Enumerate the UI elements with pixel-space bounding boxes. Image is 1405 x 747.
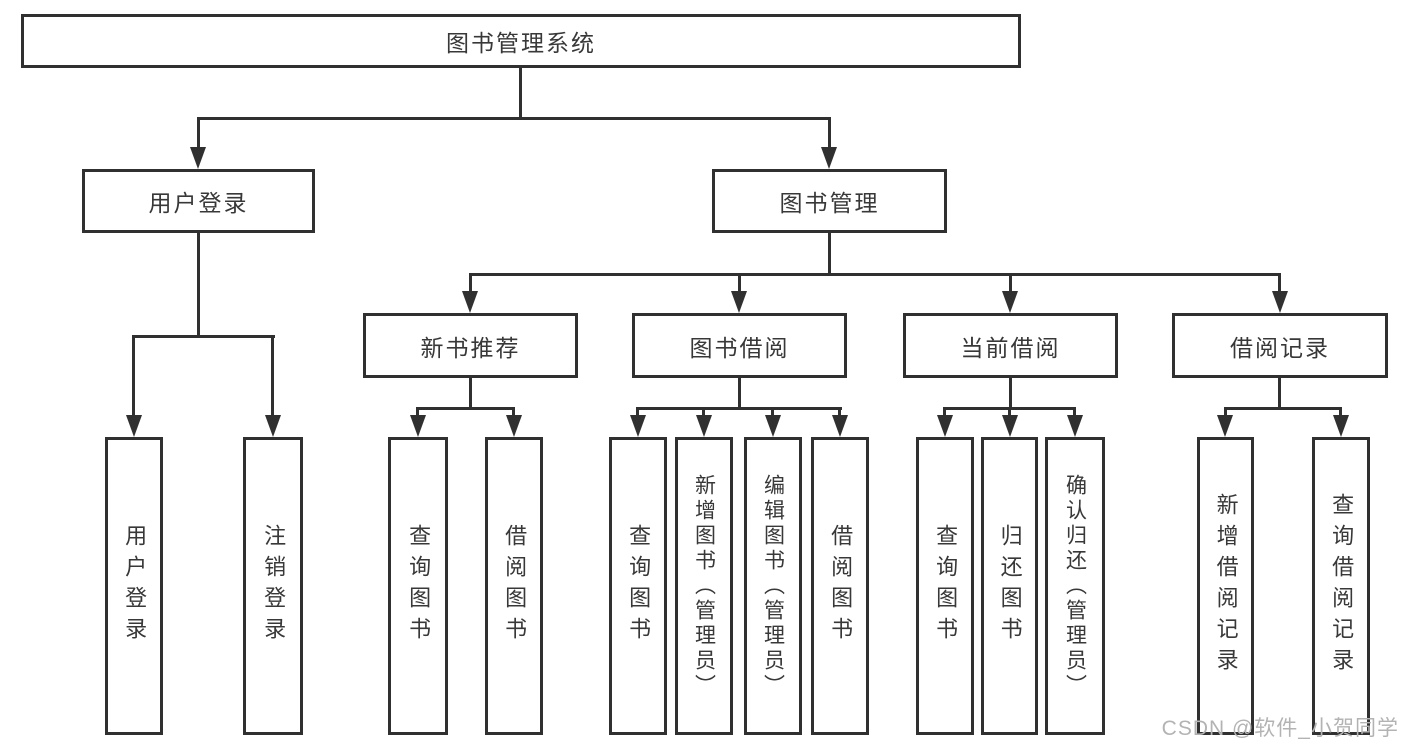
connector-line [519,68,522,117]
connector-line [828,233,831,273]
node-label: 用户登录 [148,190,249,216]
node-borrow-add-books-admin: 新增图书（管理员） [675,437,733,735]
node-borrow-record: 借阅记录 [1172,313,1388,378]
node-label: 注销登录 [261,524,287,648]
node-borrow-query-books: 查询图书 [609,437,667,735]
node-label: 借阅图书 [502,524,528,648]
node-current-return-books: 归还图书 [981,437,1038,735]
arrow-down-icon [1002,291,1018,313]
connector-line [943,407,946,416]
arrow-down-icon [265,415,281,437]
node-current-confirm-return-admin: 确认归还（管理员） [1045,437,1105,735]
node-user-login: 用户登录 [82,169,315,233]
arrow-down-icon [937,415,953,437]
arrow-down-icon [1002,415,1018,437]
node-label: 当前借阅 [960,334,1061,361]
arrow-down-icon [832,415,848,437]
node-newbook-query-books: 查询图书 [388,437,448,735]
connector-line [132,335,135,416]
connector-line [738,378,741,407]
node-record-add-record: 新增借阅记录 [1197,437,1254,735]
connector-line [771,407,774,416]
node-label: 新书推荐 [420,334,521,361]
connector-line [838,407,841,416]
connector-line [271,335,274,416]
node-label: 查询借阅记录 [1329,493,1355,679]
node-login-user: 用户登录 [105,437,163,735]
connector-line [1224,407,1227,416]
watermark: CSDN @软件_小贺同学 [1161,717,1399,740]
connector-line [1224,407,1342,410]
node-new-book-recommend: 新书推荐 [363,313,578,378]
connector-line [1339,407,1342,416]
node-current-borrow: 当前借阅 [903,313,1118,378]
arrow-down-icon [462,291,478,313]
node-label: 图书管理系统 [446,30,596,56]
connector-line [828,117,831,148]
node-label: 借阅记录 [1230,334,1330,361]
node-newbook-borrow-books: 借阅图书 [485,437,543,735]
connector-line [416,407,419,416]
node-current-query-books: 查询图书 [916,437,974,735]
arrow-down-icon [630,415,646,437]
connector-line [469,273,472,292]
node-borrow-borrow-books: 借阅图书 [811,437,869,735]
node-book-borrow: 图书借阅 [632,313,847,378]
node-borrow-edit-books-admin: 编辑图书（管理员） [744,437,802,735]
arrow-down-icon [1217,415,1233,437]
connector-line [636,407,639,416]
connector-line [1278,378,1281,407]
arrow-down-icon [190,147,206,169]
arrow-down-icon [410,415,426,437]
node-label: 用户登录 [122,524,148,648]
connector-line [702,407,705,416]
arrow-down-icon [1067,415,1083,437]
connector-line [469,378,472,407]
node-record-query-record: 查询借阅记录 [1312,437,1370,735]
node-label: 归还图书 [997,524,1023,648]
connector-line [469,273,1281,276]
node-label: 查询图书 [933,524,959,648]
connector-line [132,335,275,338]
node-label: 图书管理 [779,190,880,216]
arrow-down-icon [765,415,781,437]
node-label: 查询图书 [406,524,432,648]
node-label: 图书借阅 [689,334,790,361]
node-label: 确认归还（管理员） [1063,473,1087,699]
node-label: 新增图书（管理员） [692,473,716,699]
node-logout: 注销登录 [243,437,303,735]
arrow-down-icon [126,415,142,437]
connector-line [416,407,515,410]
connector-line [197,117,831,120]
connector-line [197,117,200,148]
connector-line [512,407,515,416]
arrow-down-icon [731,291,747,313]
connector-line [636,407,842,410]
node-label: 编辑图书（管理员） [761,473,785,699]
connector-line [1009,378,1012,407]
connector-line [738,273,741,292]
node-root: 图书管理系统 [21,14,1021,68]
arrow-down-icon [821,147,837,169]
connector-line [1278,273,1281,292]
arrow-down-icon [506,415,522,437]
arrow-down-icon [696,415,712,437]
connector-line [1008,407,1011,416]
arrow-down-icon [1272,291,1288,313]
node-label: 借阅图书 [828,524,854,648]
connector-line [1009,273,1012,292]
connector-line [1073,407,1076,416]
arrow-down-icon [1333,415,1349,437]
node-label: 查询图书 [626,524,652,648]
node-book-management: 图书管理 [712,169,947,233]
node-label: 新增借阅记录 [1213,493,1239,679]
connector-line [197,233,200,335]
